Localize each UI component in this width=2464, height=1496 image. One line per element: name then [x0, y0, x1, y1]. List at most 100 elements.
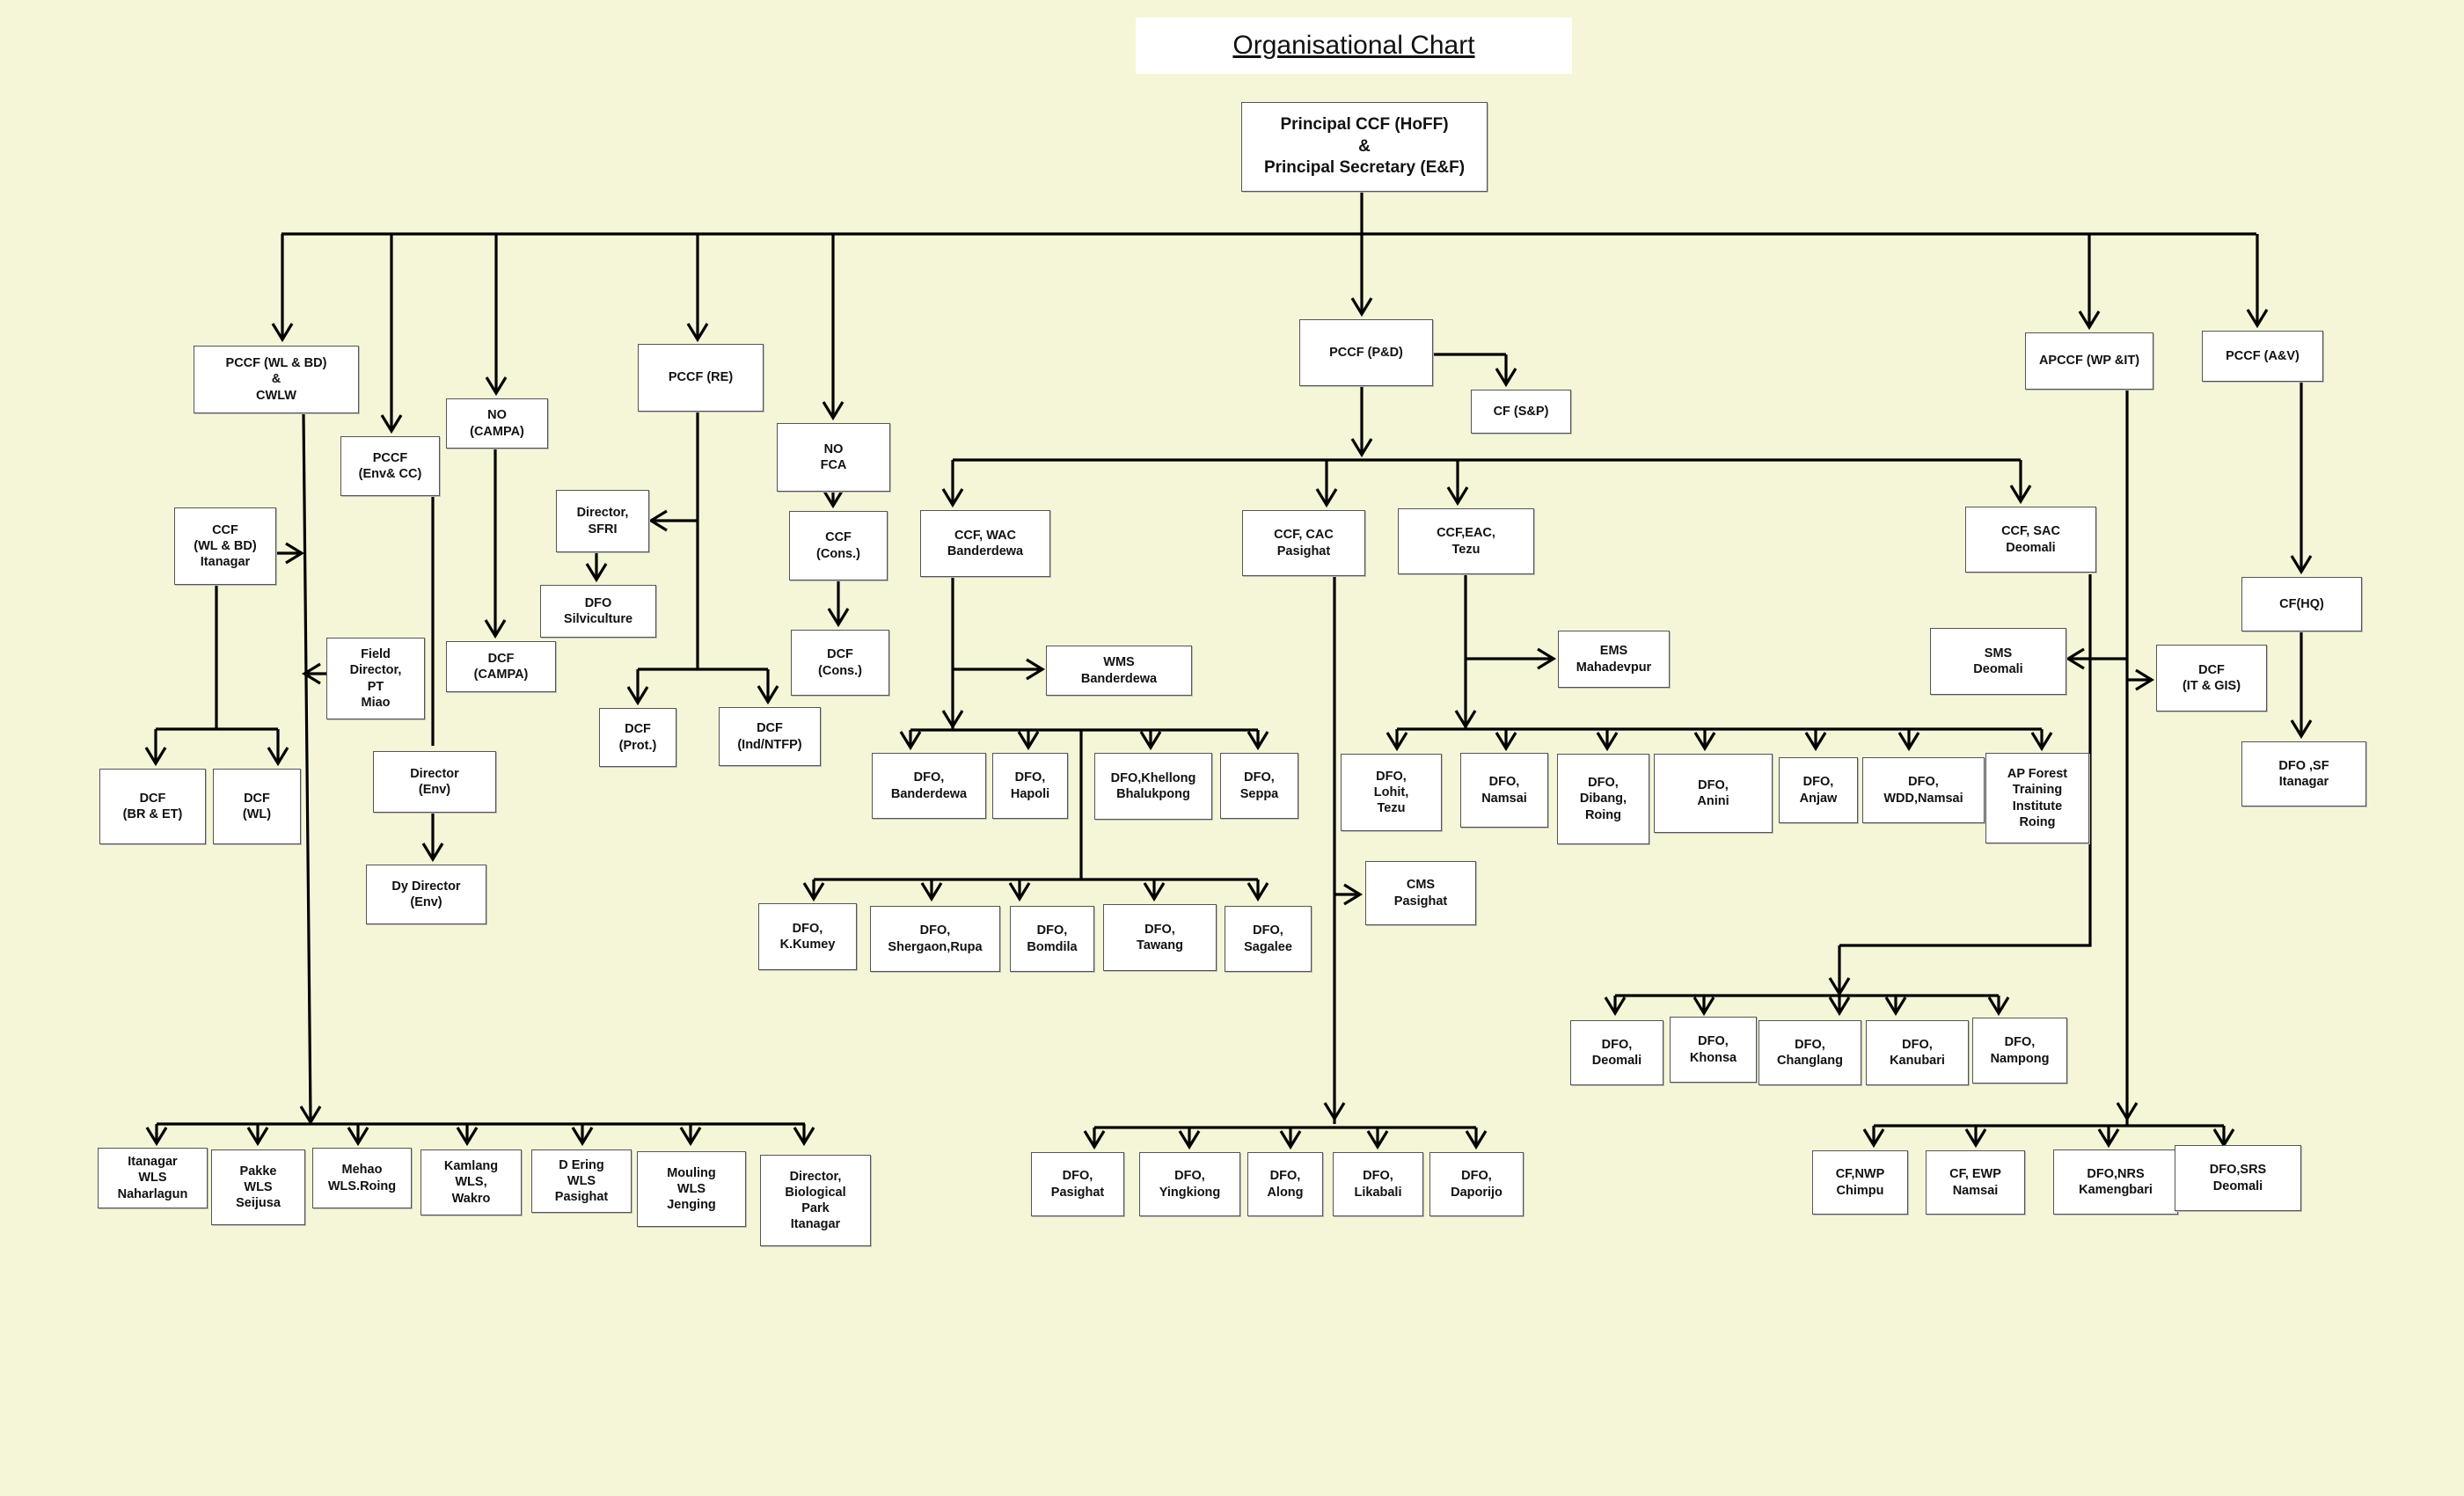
arrowhead-icon [421, 843, 444, 863]
node-cf-sp: CF (S&P) [1471, 390, 1571, 434]
arrowhead-icon [2246, 309, 2269, 329]
arrowhead-icon [246, 1127, 269, 1147]
connector-line-11 [302, 412, 312, 1118]
node-itanagar-wls: Itanagar WLS Naharlagun [98, 1148, 208, 1208]
arrowhead-icon [793, 1127, 815, 1147]
arrowhead-icon [1987, 996, 2010, 1017]
node-ems-mahadevpur: EMS Mahadevpur [1558, 631, 1670, 688]
arrowhead-icon [899, 731, 922, 751]
node-dfo-nampong: DFO, Nampong [1972, 1018, 2067, 1084]
arrowhead-icon [1315, 488, 1338, 508]
arrowhead-icon [1804, 732, 1827, 752]
arrowhead-icon [1604, 996, 1627, 1017]
node-dfo-bomdila: DFO, Bomdila [1010, 906, 1094, 972]
arrowhead-icon [1017, 731, 1040, 751]
arrowhead-icon [1964, 1128, 1987, 1149]
arrowhead-icon [485, 376, 508, 397]
chart-title: Organisational Chart [1232, 31, 1475, 60]
arrowhead-icon [1247, 731, 1269, 751]
arrowhead-icon [686, 323, 709, 343]
node-mouling-wls: Mouling WLS Jenging [637, 1151, 746, 1227]
node-apccf-wpit: APCCF (WP &IT) [2025, 332, 2153, 390]
node-root: Principal CCF (HoFF) & Principal Secreta… [1241, 102, 1488, 192]
arrowhead-icon [2135, 668, 2155, 691]
node-dfo-yingkiong: DFO, Yingkiong [1139, 1152, 1240, 1216]
node-dfo-changlang: DFO, Changlang [1758, 1020, 1861, 1085]
node-ccf-sac: CCF, SAC Deomali [1965, 507, 2096, 573]
node-ccf-wac: CCF, WAC Banderdewa [920, 510, 1050, 577]
node-dfo-lohit: DFO, Lohit, Tezu [1341, 754, 1442, 831]
arrowhead-icon [2009, 485, 2032, 505]
arrowhead-icon [626, 686, 649, 706]
node-dfo-sf: DFO ,SF Itanagar [2241, 741, 2366, 806]
node-dfo-seppa: DFO, Seppa [1220, 753, 1298, 819]
arrowhead-icon [267, 747, 289, 767]
arrowhead-icon [585, 563, 608, 583]
node-dfo-khonsa: DFO, Khonsa [1670, 1017, 1757, 1083]
node-dering-wls: D Ering WLS Pasighat [531, 1149, 632, 1213]
node-ccf-wlbd: CCF (WL & BD) Itanagar [174, 507, 276, 585]
node-director-sfri: Director, SFRI [556, 490, 649, 552]
arrowhead-icon [647, 509, 668, 532]
node-dcf-wl: DCF (WL) [213, 769, 301, 844]
node-ccf-eac: CCF,EAC, Tezu [1398, 508, 1534, 574]
arrowhead-icon [484, 619, 507, 639]
arrowhead-icon [827, 608, 850, 628]
arrowhead-icon [285, 542, 305, 565]
arrowhead-icon [144, 747, 167, 767]
arrowhead-icon [822, 489, 844, 509]
arrowhead-icon [1596, 732, 1619, 752]
node-dfo-deomali: DFO, Deomali [1570, 1020, 1663, 1085]
node-dfo-dibang: DFO, Dibang, Roing [1557, 754, 1649, 844]
node-no-campa: NO (CAMPA) [446, 398, 548, 449]
arrowhead-icon [1350, 438, 1373, 458]
node-ccf-cac: CCF, CAC Pasighat [1242, 510, 1365, 576]
node-cf-hq: CF(HQ) [2241, 577, 2362, 631]
node-dfo-hapoli: DFO, Hapoli [992, 753, 1068, 819]
arrowhead-icon [2290, 719, 2313, 740]
node-dfo-along: DFO, Along [1247, 1152, 1323, 1216]
node-dfo-khellong: DFO,Khellong Bhalukpong [1094, 753, 1212, 820]
arrowhead-icon [1828, 977, 1851, 997]
arrowhead-icon [2030, 732, 2053, 752]
arrowhead-icon [2116, 1102, 2139, 1122]
arrowhead-icon [299, 1106, 322, 1126]
node-dfo-sagalee: DFO, Sagalee [1225, 906, 1312, 972]
node-dfo-anini: DFO, Anini [1654, 754, 1773, 833]
node-dfo-silviculture: DFO Silviculture [540, 585, 656, 638]
arrowhead-icon [1279, 1130, 1302, 1150]
arrowhead-icon [822, 401, 844, 421]
arrowhead-icon [1026, 658, 1046, 681]
node-pccf-wlbd: PCCF (WL & BD) & CWLW [194, 346, 359, 413]
arrowhead-icon [271, 323, 294, 343]
arrowhead-icon [679, 1127, 702, 1147]
arrowhead-icon [941, 488, 964, 508]
node-dfo-shergaon: DFO, Shergaon,Rupa [870, 906, 1000, 972]
node-cf-nwp: CF,NWP Chimpu [1812, 1150, 1908, 1215]
arrowhead-icon [2065, 647, 2085, 670]
arrowhead-icon [1008, 882, 1031, 902]
node-dfo-kkumey: DFO, K.Kumey [758, 903, 857, 970]
arrowhead-icon [2078, 310, 2101, 331]
node-dfo-nrs: DFO,NRS Kamengbari [2053, 1149, 2178, 1215]
node-dfo-anjaw: DFO, Anjaw [1779, 757, 1858, 823]
arrowhead-icon [1366, 1130, 1389, 1150]
node-ccf-cons: CCF (Cons.) [789, 511, 888, 580]
node-field-director: Field Director, PT Miao [326, 638, 425, 719]
arrowhead-icon [1862, 1128, 1885, 1149]
node-dcf-indntfp: DCF (Ind/NTFP) [719, 707, 821, 766]
node-dy-director-env: Dy Director (Env) [366, 865, 486, 924]
arrowhead-icon [1884, 996, 1907, 1017]
node-cms-pasighat: CMS Pasighat [1365, 861, 1476, 925]
arrowhead-icon [1897, 732, 1920, 752]
node-cf-ewp: CF, EWP Namsai [1926, 1150, 2025, 1215]
arrowhead-icon [1693, 996, 1715, 1017]
arrowhead-icon [1247, 882, 1269, 902]
arrowhead-icon [1139, 731, 1162, 751]
arrowhead-icon [941, 710, 964, 730]
arrowhead-icon [1343, 883, 1364, 906]
node-pccf-envcc: PCCF (Env& CC) [340, 436, 440, 496]
arrowhead-icon [1178, 1130, 1201, 1150]
node-director-biopark: Director, Biological Park Itanagar [760, 1155, 871, 1246]
node-dcf-cons: DCF (Cons.) [791, 630, 889, 696]
